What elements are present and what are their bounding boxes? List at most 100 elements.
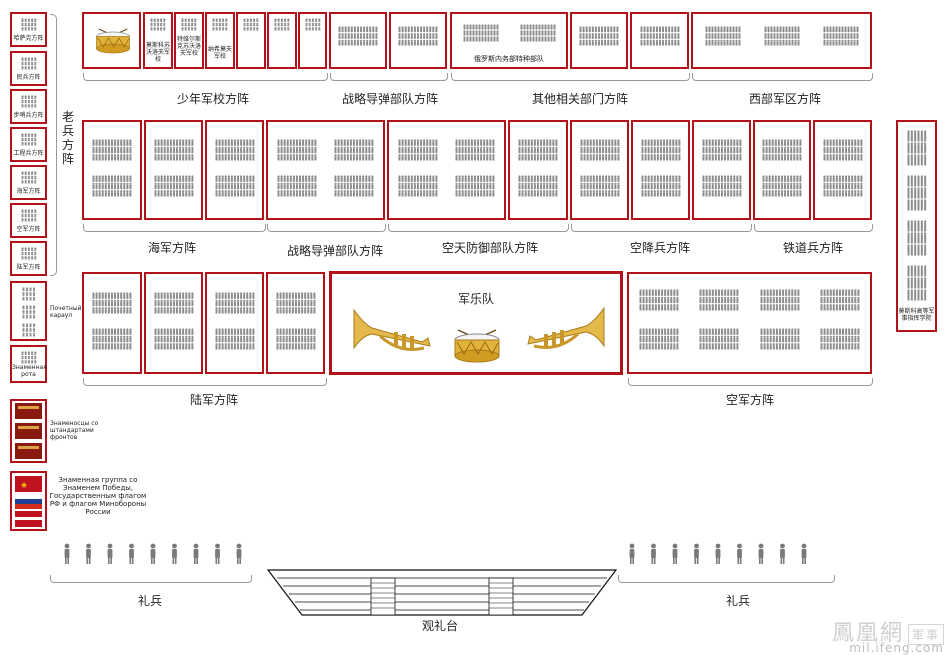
drum-icon (454, 329, 500, 363)
troop-formation-icon (699, 328, 739, 350)
railway-box (813, 120, 872, 220)
cadet-unit-label: 纳希莫夫军校 (207, 46, 232, 60)
veteran-unit-box: 海军方阵 (10, 165, 47, 200)
missile-unit-box (329, 12, 387, 69)
troop-formation-icon (820, 289, 860, 311)
group-bracket (628, 378, 873, 386)
other-dept-box (630, 12, 689, 69)
troop-formation-icon (763, 26, 800, 46)
troop-formation-icon (21, 323, 35, 337)
group-bracket (83, 378, 327, 386)
troop-formation-icon (699, 289, 739, 311)
troop-formation-icon (20, 351, 36, 364)
guard-figure-icon (150, 543, 156, 564)
group-label: 铁道兵方阵 (782, 241, 843, 255)
troop-formation-icon (214, 328, 255, 350)
veterans-bracket (50, 14, 57, 276)
cadet-unit-label: 莫斯科苏沃洛夫军校 (145, 42, 170, 63)
troop-formation-icon (704, 26, 741, 46)
honor-guard-right-figures (629, 543, 807, 564)
troop-formation-icon (92, 328, 132, 350)
cadet-unit-box (236, 12, 266, 69)
command-academy-label: 莫斯科高等军事指挥学院 (898, 308, 935, 322)
standard-bearers-label: Знаменосцы со штандартами фронтов (50, 420, 99, 441)
honor-guard-label: Почетный караул (50, 305, 82, 319)
troop-formation-icon (398, 139, 438, 161)
troop-formation-icon (214, 139, 255, 161)
troop-formation-icon (639, 26, 680, 46)
guard-figure-icon (672, 543, 678, 564)
airborne-box (692, 120, 751, 220)
group-bracket (83, 73, 328, 81)
guard-figure-icon (236, 543, 242, 564)
group-bracket (618, 575, 835, 583)
aerospace-box (387, 120, 506, 220)
group-bracket (330, 73, 448, 81)
guard-figure-icon (737, 543, 742, 564)
troop-formation-icon (398, 26, 438, 46)
group-label: 海军方阵 (147, 241, 196, 255)
troop-formation-icon (640, 139, 681, 161)
military-band-label: 军乐队 (457, 292, 494, 306)
veteran-unit-label: 空军方阵 (16, 226, 41, 233)
troop-formation-icon (519, 24, 556, 42)
veteran-unit-box: 工程兵方阵 (10, 127, 47, 162)
navy-box (82, 120, 142, 220)
troop-formation-icon (462, 24, 499, 42)
veteran-unit-label: 哈萨克方阵 (13, 35, 44, 42)
interior-ministry-box: 俄罗斯内务部特种部队 (450, 12, 568, 69)
troop-formation-icon (20, 95, 36, 108)
troop-formation-icon (701, 175, 742, 197)
group-bracket (267, 224, 386, 232)
cadet-unit-box: 纳希莫夫军校 (205, 12, 235, 69)
guard-figure-icon (193, 543, 199, 564)
troop-formation-icon (153, 292, 194, 314)
cadet-unit-box: 莫斯科苏沃洛夫军校 (143, 12, 173, 69)
airforce-box (627, 272, 872, 374)
troop-formation-icon (181, 18, 197, 31)
flags-icon: ★ (14, 476, 43, 527)
group-label: 少年军校方阵 (176, 92, 249, 106)
group-label: 其他相关部门方阵 (531, 92, 628, 106)
troop-formation-icon (762, 139, 802, 161)
guard-figure-icon (694, 543, 699, 564)
navy-box (144, 120, 203, 220)
veteran-unit-label: 民兵方阵 (16, 74, 41, 81)
guard-figure-icon (129, 543, 134, 564)
veteran-unit-label: 工程兵方阵 (13, 150, 44, 157)
troop-formation-icon (579, 139, 620, 161)
trumpet-left-icon (353, 308, 431, 351)
troop-formation-icon (21, 305, 35, 319)
command-academy-box: 莫斯科高等军事指挥学院 (896, 120, 937, 332)
troop-formation-icon (455, 139, 495, 161)
troop-formation-icon (214, 292, 255, 314)
troop-formation-icon (153, 175, 194, 197)
troop-formation-icon (92, 292, 132, 314)
group-bracket (571, 224, 752, 232)
veteran-unit-box: 陆军方阵 (10, 241, 47, 276)
group-label: 战略导弹部队方阵 (341, 92, 438, 106)
missile-unit-box (389, 12, 447, 69)
group-label: 战略导弹部队方阵 (286, 244, 383, 258)
veterans-title: 老兵方阵 (62, 110, 75, 166)
troop-formation-icon (579, 175, 620, 197)
guard-left-label: 礼兵 (137, 594, 162, 608)
standard-bearers-box (10, 399, 47, 463)
troop-formation-icon (92, 175, 132, 197)
tribune-structure (266, 569, 618, 616)
troop-formation-icon (20, 171, 36, 184)
troop-formation-icon (277, 175, 317, 197)
site-watermark: 鳳凰網軍事 mil.ifeng.com (832, 615, 944, 655)
victory-banner-box: ★ (10, 471, 47, 531)
guard-figure-icon (651, 543, 656, 564)
guard-right-label: 礼兵 (725, 594, 750, 608)
troop-formation-icon (820, 328, 860, 350)
veteran-unit-label: 海军方阵 (16, 188, 41, 195)
army-box (82, 272, 142, 374)
cadet-unit-box: 特维尔斯克苏沃洛夫军校 (174, 12, 204, 69)
veteran-unit-label: 陆军方阵 (16, 264, 41, 271)
banner-company-box: Знаменная рота (10, 345, 47, 383)
other-dept-box (570, 12, 628, 69)
group-bracket (50, 575, 252, 583)
veteran-unit-box: 哈萨克方阵 (10, 12, 47, 47)
